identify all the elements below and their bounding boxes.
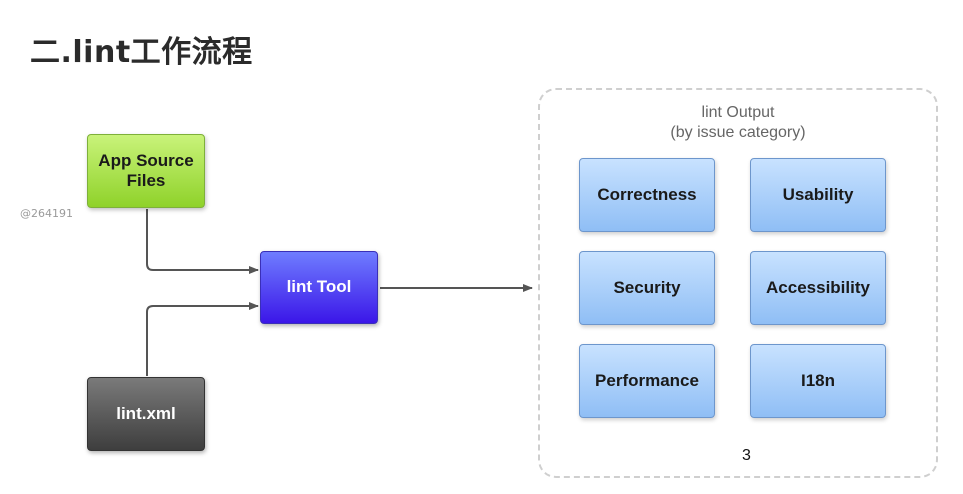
lint-xml-box: lint.xml — [87, 377, 205, 451]
category-security: Security — [579, 251, 715, 325]
lint-output-title-line2: (by issue category) — [670, 124, 806, 141]
category-usability: Usability — [750, 158, 886, 232]
arrow-source-to-tool — [146, 209, 259, 274]
category-accessibility: Accessibility — [750, 251, 886, 325]
app-source-files-box: App Source Files — [87, 134, 205, 208]
watermark: @264191 — [20, 207, 73, 220]
category-correctness: Correctness — [579, 158, 715, 232]
page-number: 3 — [742, 447, 751, 464]
lint-output-title: lint Output (by issue category) — [538, 103, 938, 143]
slide-title: 二.lint工作流程 — [30, 35, 253, 70]
arrow-config-to-tool — [146, 302, 259, 376]
lint-tool-box: lint Tool — [260, 251, 378, 324]
lint-output-title-line1: lint Output — [701, 104, 775, 121]
category-performance: Performance — [579, 344, 715, 418]
category-i18n: I18n — [750, 344, 886, 418]
lint-output-container — [538, 88, 938, 478]
